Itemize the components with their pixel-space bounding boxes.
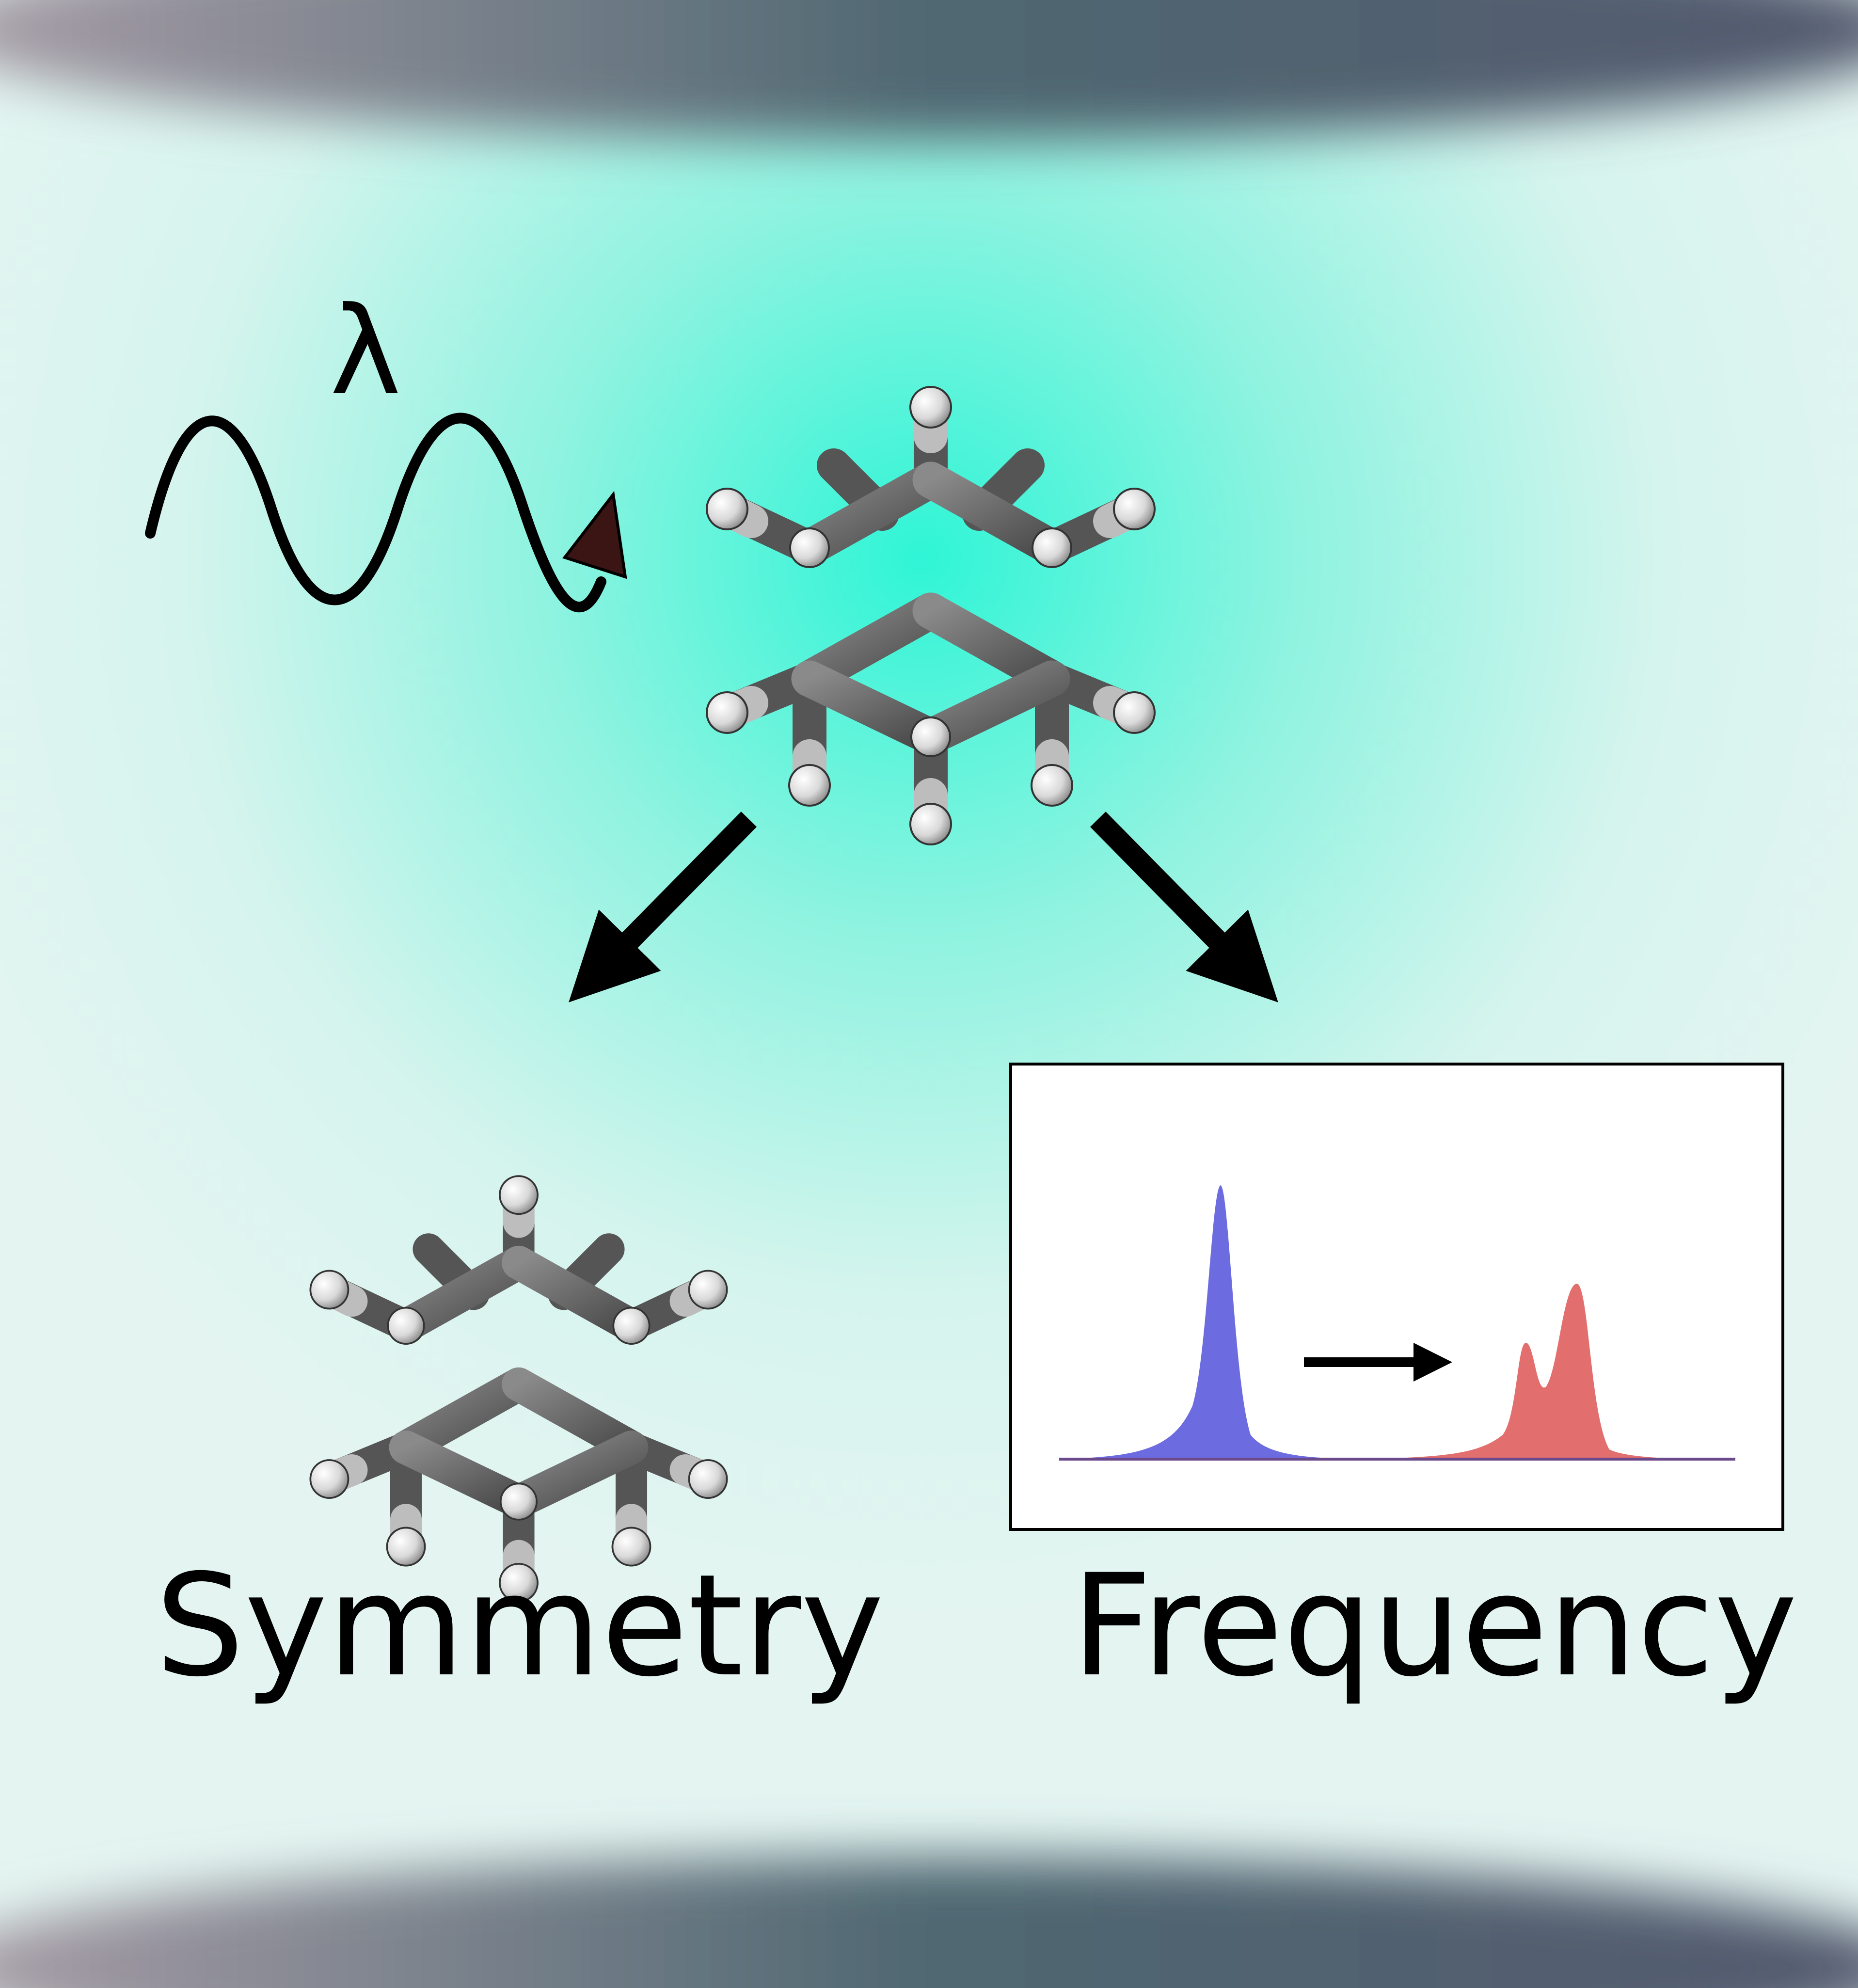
bottom-mirror bbox=[0, 1857, 1858, 1988]
spectrum-peak-after bbox=[1367, 1284, 1735, 1459]
arrow-to-frequency bbox=[1090, 811, 1278, 1002]
spectrum-peak-before bbox=[1059, 1185, 1406, 1459]
lambda-label: λ bbox=[330, 281, 401, 422]
spectrum-plot-icon bbox=[1009, 1063, 1784, 1531]
top-mirror bbox=[0, 0, 1858, 141]
arrow-to-symmetry bbox=[569, 811, 757, 1002]
wave-icon bbox=[145, 413, 627, 613]
wave-arrowhead-icon bbox=[562, 491, 627, 579]
frequency-label: Frequency bbox=[1071, 1544, 1798, 1708]
symmetry-label: Symmetry bbox=[155, 1544, 884, 1708]
